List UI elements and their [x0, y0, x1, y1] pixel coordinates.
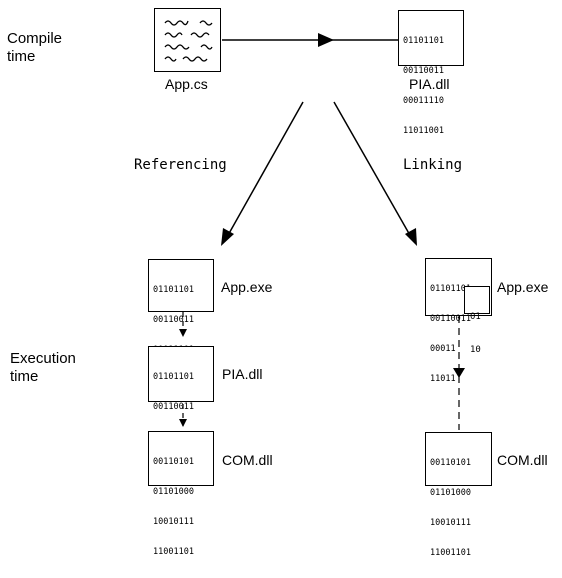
left-com-bit-row: 01101000 — [153, 487, 194, 497]
app-cs-source-icon — [154, 8, 221, 72]
execution-time-line-2: time — [10, 368, 39, 385]
diagram-canvas: Compile time Execution time App.cs 01101… — [7, 8, 549, 558]
right-com-bits: 00110101 01101000 10010111 11001101 — [430, 438, 471, 578]
execution-time-label: Execution time — [10, 350, 76, 386]
left-com-label: COM.dll — [222, 452, 273, 468]
right-app-exe-bits: 01101101 00110011 00011 11011 — [430, 264, 471, 404]
linking-arrow-line — [333, 101, 412, 238]
compile-time-line-2: time — [7, 48, 36, 65]
embedded-types-bits: 01 10 — [470, 290, 513, 378]
right-app-exe-binary-box: 01101101 00110011 00011 11011 01 10 — [425, 258, 492, 384]
right-app-exe-bit-row: 00110011 — [430, 314, 471, 324]
left-com-bit-row: 10010111 — [153, 517, 194, 527]
right-app-exe-bit-row: 11011 — [430, 374, 456, 384]
pia-top-bit-row: 00011110 — [403, 96, 444, 106]
right-app-exe-bit-row: 01101101 — [430, 284, 471, 294]
scribble-text-lines — [164, 20, 213, 62]
right-com-binary-box: 00110101 01101000 10010111 11001101 — [425, 432, 492, 558]
referencing-arrowhead — [221, 228, 234, 246]
left-app-exe-bit-row: 01101101 — [153, 285, 194, 295]
right-com-bit-row: 01101000 — [430, 488, 471, 498]
left-com-bits: 00110101 01101000 10010111 11001101 — [153, 437, 194, 577]
right-com-bit-row: 10010111 — [430, 518, 471, 528]
linking-label: Linking — [403, 157, 463, 173]
left-dashed-arrowhead-1 — [179, 329, 187, 337]
referencing-label: Referencing — [134, 157, 227, 173]
connectors — [179, 33, 465, 430]
embedded-bit-row: 01 — [470, 312, 481, 322]
compile-time-label: Compile time — [7, 30, 62, 66]
pia-top-bit-row: 11011001 — [403, 126, 444, 136]
right-app-exe-label: App.exe — [497, 279, 549, 295]
right-app-exe-bit-row: 00011 — [430, 344, 456, 354]
right-com-label: COM.dll — [497, 452, 548, 468]
compile-arrowhead — [318, 33, 334, 47]
left-app-exe-bit-row: 00110011 — [153, 315, 194, 325]
right-com-bit-row: 00110101 — [430, 458, 471, 468]
pia-top-bit-row: 01101101 — [403, 36, 444, 46]
compile-time-line-1: Compile — [7, 30, 63, 47]
linking-arrowhead — [405, 228, 417, 246]
left-pia-bit-row: 01101101 — [153, 372, 194, 382]
left-pia-bit-row: 00110011 — [153, 402, 194, 412]
execution-time-line-1: Execution — [10, 350, 76, 367]
app-cs-label: App.cs — [165, 76, 208, 92]
pia-top-bits: 01101101 00110011 00011110 11011001 — [403, 16, 444, 156]
left-com-bit-row: 11001101 — [153, 547, 194, 557]
left-pia-binary-box: 01101101 00110011 00011110 11011001 — [148, 346, 214, 472]
left-com-bit-row: 00110101 — [153, 457, 194, 467]
left-com-binary-box: 00110101 01101000 10010111 11001101 — [148, 431, 214, 557]
referencing-arrow-line — [226, 101, 304, 238]
embedded-types-box: 01 10 — [464, 286, 490, 355]
pia-top-bit-row: 00110011 — [403, 66, 444, 76]
pia-top-label: PIA.dll — [409, 76, 450, 92]
pia-top-binary-box: 01101101 00110011 00011110 11011001 — [398, 10, 464, 136]
right-dashed-arrowhead — [453, 368, 465, 378]
left-app-exe-label: App.exe — [221, 279, 273, 295]
right-com-bit-row: 11001101 — [430, 548, 471, 558]
left-pia-label: PIA.dll — [222, 366, 263, 382]
embedded-bit-row: 10 — [470, 345, 481, 355]
left-dashed-arrowhead-2 — [179, 419, 187, 427]
